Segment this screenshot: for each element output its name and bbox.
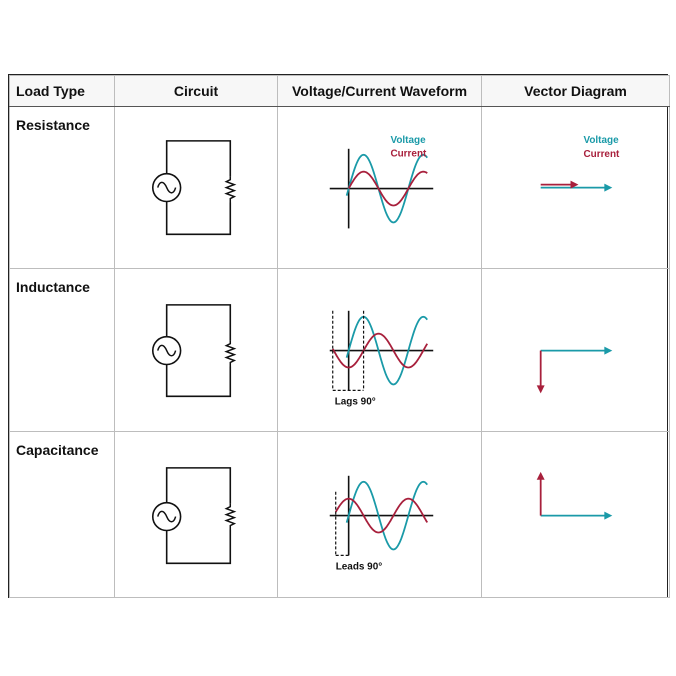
row-resistance: Resistance (9, 105, 670, 270)
current-waveform (334, 498, 429, 534)
load-type-cell: Capacitance (9, 431, 115, 598)
load-type-cell: Resistance (9, 105, 115, 270)
waveform-plot: Voltage Current (329, 135, 434, 229)
header-row: Load Type Circuit Voltage/Current Wavefo… (9, 75, 670, 107)
waveform-cell: Voltage Current (277, 105, 482, 270)
load-type-label: Capacitance (16, 442, 99, 459)
circuit-diagram (151, 140, 237, 236)
resistor-icon (224, 176, 237, 203)
phase-note: Leads 90° (336, 562, 383, 573)
waveform-cell: Leads 90° (277, 431, 482, 598)
header-vector-diagram: Vector Diagram (481, 75, 670, 107)
ac-source-icon (151, 502, 182, 532)
load-type-label: Resistance (16, 117, 90, 133)
voltage-legend-label: Voltage (390, 135, 426, 146)
header-circuit: Circuit (114, 75, 278, 107)
vector-cell (481, 268, 670, 433)
circuit-wires (165, 140, 232, 236)
load-type-cell: Inductance (9, 268, 115, 433)
row-capacitance: Capacitance (9, 431, 670, 598)
voltage-waveform (345, 153, 428, 224)
vector-diagram: Voltage Current (540, 135, 620, 192)
waveform-cell: Lags 90° (277, 268, 482, 433)
circuit-diagram (151, 467, 237, 565)
current-phasor (536, 350, 545, 394)
row-inductance: Inductance (9, 268, 670, 433)
header-load-type: Load Type (9, 75, 115, 107)
comparison-table-frame: Load Type Circuit Voltage/Current Wavefo… (8, 74, 670, 598)
voltage-waveform (345, 481, 428, 551)
circuit-cell (114, 268, 278, 433)
voltage-legend-label: Voltage (583, 135, 619, 146)
circuit-wires (165, 467, 232, 565)
ac-source-icon (151, 336, 182, 366)
current-legend-label: Current (583, 149, 620, 160)
resistor-icon (224, 504, 237, 530)
phase-marker (335, 492, 349, 557)
current-phasor (536, 472, 545, 516)
phase-note: Lags 90° (335, 397, 376, 408)
current-legend-label: Current (390, 149, 427, 160)
circuit-cell (114, 431, 278, 598)
ac-source-icon (151, 172, 182, 203)
header-waveform: Voltage/Current Waveform (277, 75, 482, 107)
current-waveform (347, 170, 428, 207)
load-type-label: Inductance (16, 279, 90, 296)
vector-diagram (536, 472, 613, 520)
waveform-plot: Lags 90° (329, 310, 434, 408)
vector-cell (481, 431, 670, 598)
vector-diagram (536, 346, 613, 394)
resistor-icon (224, 340, 237, 367)
circuit-wires (165, 304, 232, 398)
voltage-phasor (540, 346, 613, 355)
vector-cell: Voltage Current (481, 105, 670, 270)
voltage-phasor (540, 511, 613, 520)
waveform-plot: Leads 90° (329, 476, 434, 573)
circuit-diagram (151, 304, 237, 398)
current-waveform (331, 332, 429, 369)
voltage-phasor (540, 183, 613, 192)
voltage-waveform (345, 316, 428, 386)
circuit-cell (114, 105, 278, 270)
comparison-table: Load Type Circuit Voltage/Current Wavefo… (9, 75, 670, 598)
current-phasor (540, 180, 579, 189)
